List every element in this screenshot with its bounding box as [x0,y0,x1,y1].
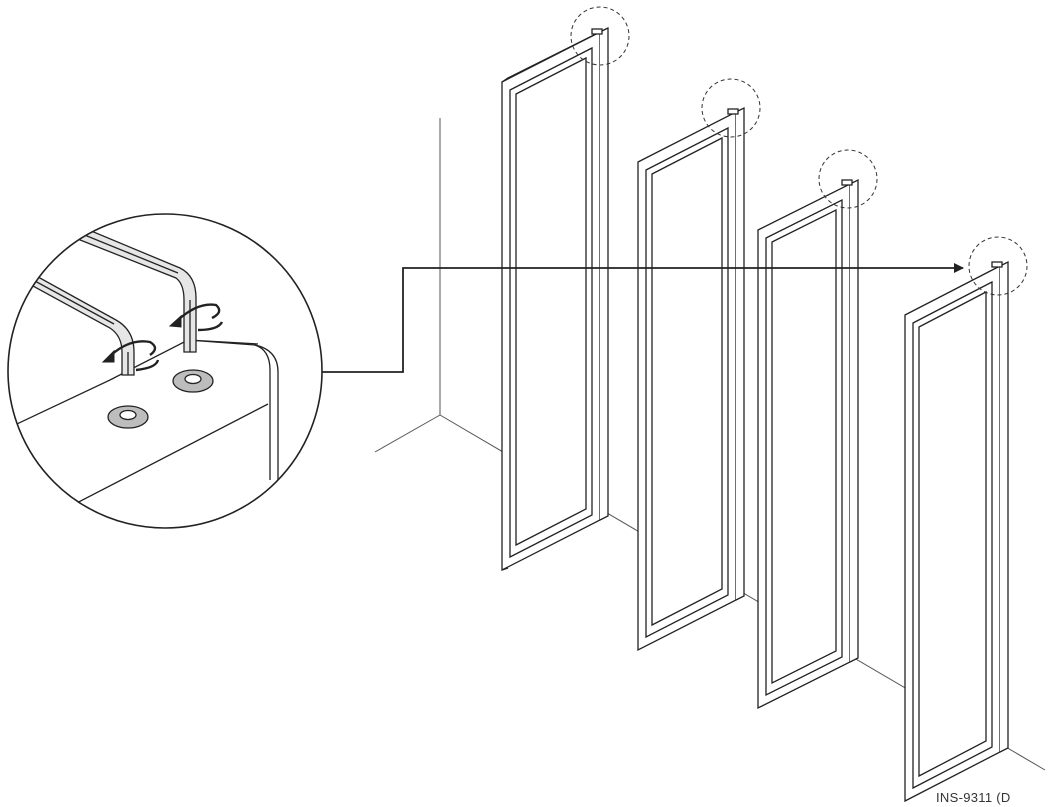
socket-bolt-icon [172,369,214,393]
frame-3 [757,178,859,710]
frame-2 [637,106,745,652]
rotate-arrow-icon [101,340,160,372]
frame-1 [501,26,609,572]
frame-4 [904,260,1009,803]
dashed-detail-circle-icon [968,236,1028,296]
dashed-detail-circle-icon [701,78,761,138]
socket-bolt-icon [107,405,149,429]
detail-view [7,213,323,529]
rotate-arrow-icon [168,303,224,332]
floor-left-line [374,414,441,453]
document-code-label: INS-9311 (D [936,790,1011,805]
dashed-detail-circle-icon [818,149,878,209]
dashed-detail-circle-icon [570,6,630,66]
pointer-arrow-icon [322,263,964,373]
